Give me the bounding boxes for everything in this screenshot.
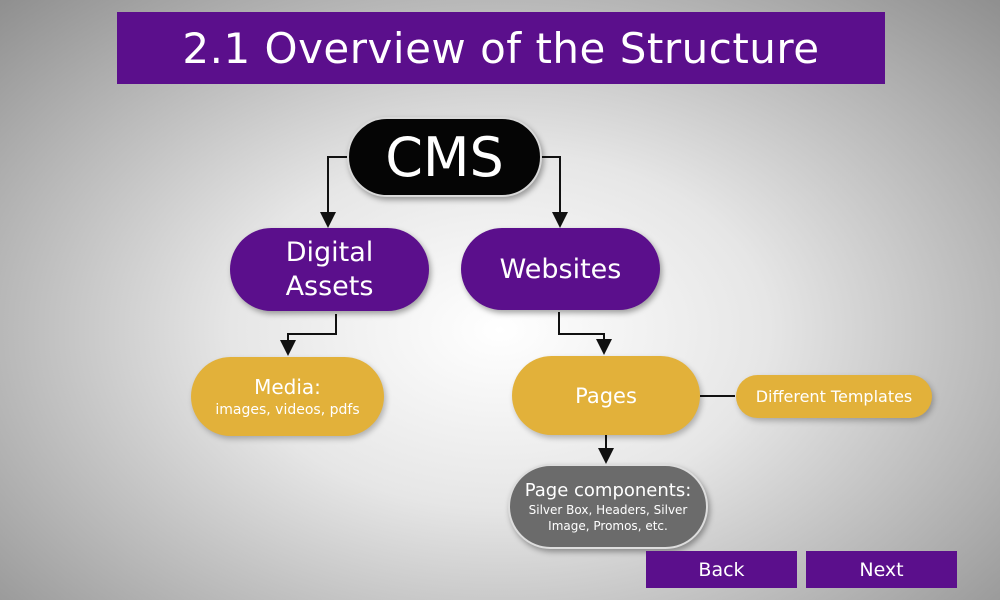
page-title-text: 2.1 Overview of the Structure [182,23,820,73]
websites-node: Websites [461,228,660,310]
next-button-label: Next [859,558,904,581]
next-button[interactable]: Next [806,551,957,588]
components-heading: Page components: [524,479,692,501]
arrow-cms-to-digital-assets [320,156,348,228]
digital-assets-label-line-1: Digital [285,236,374,268]
page-components-node: Page components: Silver Box, Headers, Si… [508,464,708,549]
templates-node: Different Templates [736,375,932,418]
digital-assets-node: Digital Assets [230,228,429,311]
cms-label: CMS [385,125,504,189]
digital-assets-label-line-2: Assets [285,270,374,302]
back-button-label: Back [698,558,745,581]
templates-label: Different Templates [755,387,913,406]
arrow-cms-to-websites [541,156,568,228]
media-heading: Media: [254,374,321,399]
pages-label: Pages [575,383,637,408]
components-detail-line-1: Silver Box, Headers, Silver [528,502,688,517]
components-detail-line-2: Image, Promos, etc. [548,518,668,533]
websites-label: Websites [499,253,622,285]
page-title: 2.1 Overview of the Structure [117,12,885,84]
arrow-websites-to-pages [558,312,612,355]
cms-node: CMS [347,117,542,197]
arrow-digital-assets-to-media [280,314,337,356]
media-detail: images, videos, pdfs [215,401,360,418]
pages-node: Pages [512,356,700,435]
media-node: Media: images, videos, pdfs [191,357,384,436]
back-button[interactable]: Back [646,551,797,588]
